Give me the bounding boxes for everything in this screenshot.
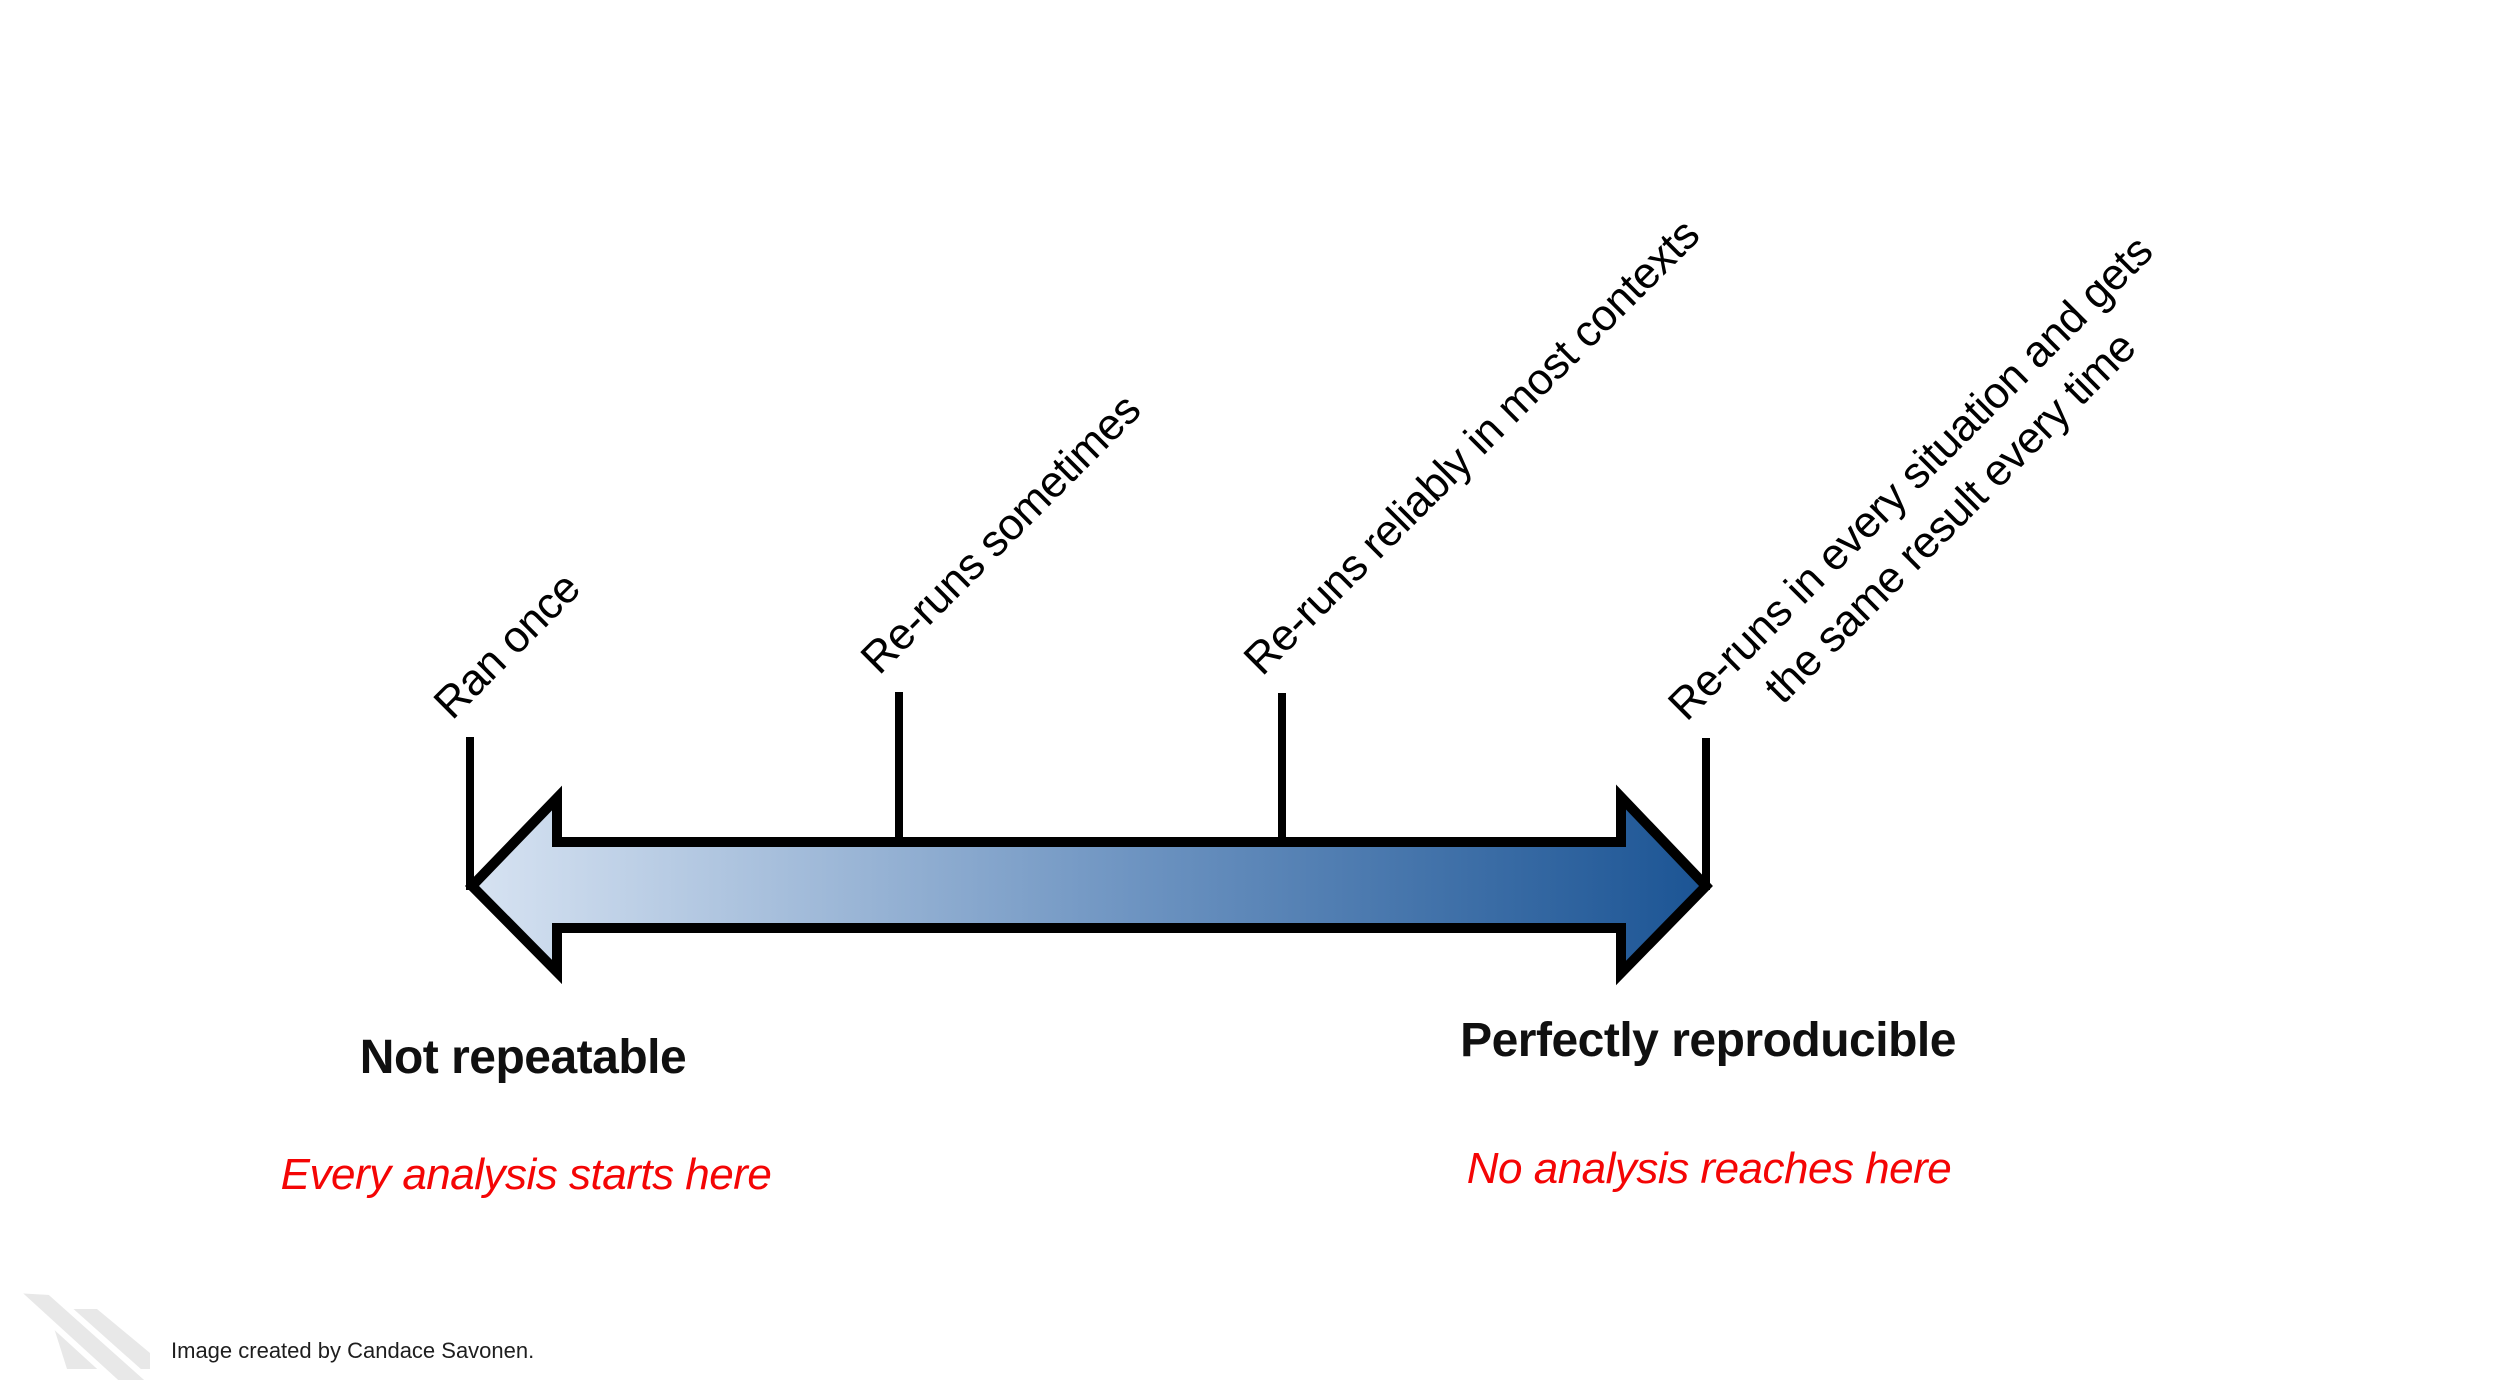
right-end-note: No analysis reaches here bbox=[1466, 1144, 1952, 1193]
watermark-logo-icon bbox=[6, 1286, 160, 1386]
left-end-note: Every analysis starts here bbox=[280, 1150, 772, 1199]
left-end-title: Not repeatable bbox=[359, 1031, 687, 1084]
double-arrow bbox=[465, 784, 1713, 986]
right-end-title: Perfectly reproducible bbox=[1460, 1014, 1956, 1067]
logo-band-shape bbox=[6, 1286, 160, 1386]
attribution-text: Image created by Candace Savonen. bbox=[171, 1338, 535, 1363]
